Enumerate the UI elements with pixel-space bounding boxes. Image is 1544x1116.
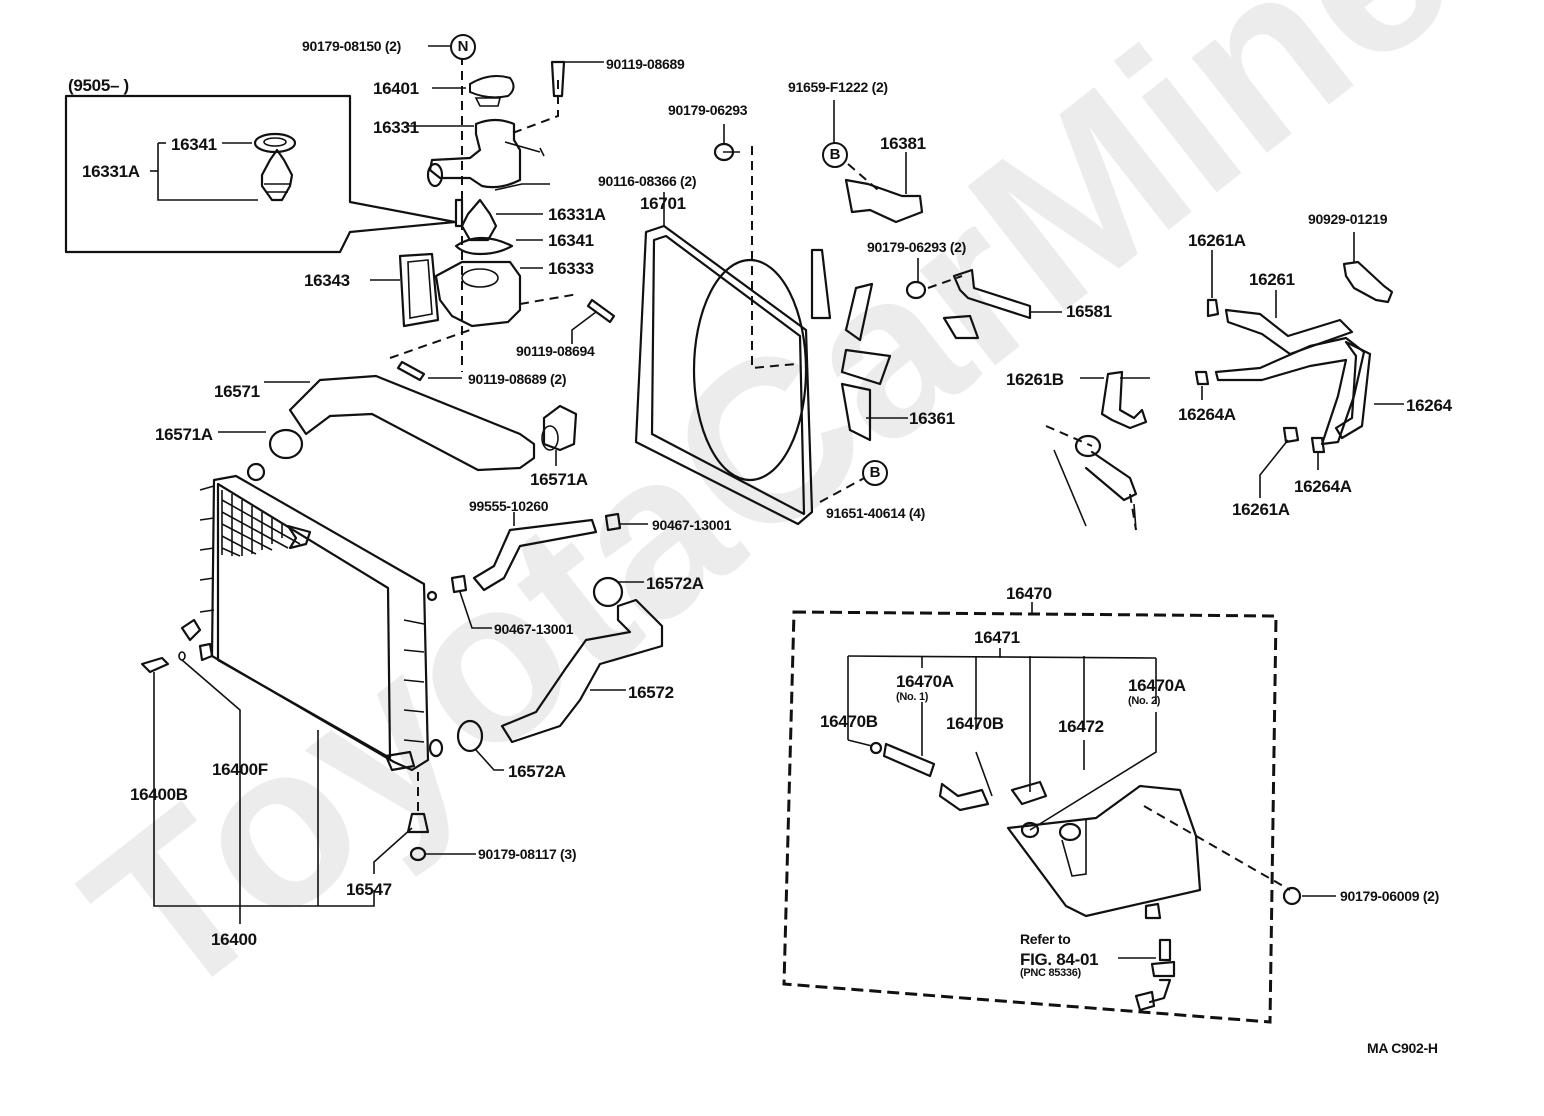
- label-90119-08689-top: 90119-08689: [606, 56, 685, 72]
- label-16361: 16361: [909, 409, 955, 428]
- heater-hose-group: [1194, 232, 1404, 498]
- label-90179-08117: 90179-08117 (3): [478, 846, 577, 862]
- label-90179-06293: 90179-06293: [668, 102, 748, 118]
- refer-pnc-text: (PNC 85336): [1020, 967, 1081, 979]
- label-inset-16331A: 16331A: [82, 162, 140, 181]
- label-16571A-left: 16571A: [155, 425, 213, 444]
- label-16572A-bottom: 16572A: [508, 762, 566, 781]
- label-16261: 16261: [1249, 270, 1295, 289]
- bracket-group: [833, 100, 1062, 340]
- label-90929-01219: 90929-01219: [1308, 211, 1388, 227]
- label-16470A-no2-sub: (No. 2): [1128, 695, 1161, 707]
- label-16470: 16470: [1006, 584, 1052, 603]
- label-16572A-top: 16572A: [646, 574, 704, 593]
- water-inlet-group: [370, 45, 616, 382]
- label-90179-08150: 90179-08150 (2): [302, 38, 402, 54]
- marker-b-bottom: B: [862, 460, 888, 486]
- marker-b-top: B: [822, 142, 848, 168]
- label-16571: 16571: [214, 382, 260, 401]
- label-16400F: 16400F: [212, 760, 268, 779]
- label-90116-08366: 90116-08366 (2): [598, 173, 697, 189]
- label-16261A-bottom: 16261A: [1232, 500, 1290, 519]
- label-16400B: 16400B: [130, 785, 188, 804]
- label-inset-16341: 16341: [171, 135, 217, 154]
- label-16470A-no1-sub: (No. 1): [896, 691, 929, 703]
- label-16470A-no2: 16470A: [1128, 676, 1186, 695]
- label-90179-06009: 90179-06009 (2): [1340, 888, 1440, 904]
- refer-fig-link[interactable]: FIG. 84-01: [1020, 950, 1099, 969]
- bypass-hose-group: [450, 512, 648, 629]
- label-16331: 16331: [373, 118, 419, 137]
- label-16547: 16547: [346, 880, 392, 899]
- upper-hose-group: [218, 374, 578, 472]
- marker-n: N: [450, 34, 476, 60]
- label-16572: 16572: [628, 683, 674, 702]
- label-90467-13001-bottom: 90467-13001: [494, 621, 574, 637]
- label-16264A-left: 16264A: [1178, 405, 1236, 424]
- label-16471: 16471: [974, 628, 1020, 647]
- label-16333: 16333: [548, 259, 594, 278]
- label-16472: 16472: [1058, 717, 1104, 736]
- label-16264A-bottom: 16264A: [1294, 477, 1352, 496]
- radiator-group: [180, 462, 444, 772]
- label-16261B: 16261B: [1006, 370, 1064, 389]
- label-90467-13001-top: 90467-13001: [652, 517, 732, 533]
- label-16264: 16264: [1406, 396, 1452, 415]
- label-16341: 16341: [548, 231, 594, 250]
- label-16261A-top: 16261A: [1188, 231, 1246, 250]
- inset-box: [64, 94, 457, 254]
- label-16331A: 16331A: [548, 205, 606, 224]
- inset-range-label: (9505– ): [68, 76, 129, 95]
- label-91659-F1222: 91659-F1222 (2): [788, 79, 888, 95]
- lower-hose-group: [456, 576, 664, 771]
- figure-code: MA C902-H: [1367, 1040, 1438, 1056]
- label-16701: 16701: [640, 194, 686, 213]
- label-16381: 16381: [880, 134, 926, 153]
- label-16581: 16581: [1066, 302, 1112, 321]
- label-16470B-left: 16470B: [820, 712, 878, 731]
- refer-to-text: Refer to: [1020, 931, 1071, 947]
- label-16400: 16400: [211, 930, 257, 949]
- drain-group: [140, 651, 476, 924]
- label-16343: 16343: [304, 271, 350, 290]
- label-16571A-right: 16571A: [530, 470, 588, 489]
- label-99555-10260: 99555-10260: [469, 498, 549, 514]
- heater-pipe-group: [1045, 370, 1150, 531]
- label-90119-08689-2: 90119-08689 (2): [468, 371, 567, 387]
- reservoir-group: [782, 602, 1336, 1024]
- label-90119-08694: 90119-08694: [516, 343, 595, 359]
- label-16470A-no1: 16470A: [896, 672, 954, 691]
- label-91651-40614: 91651-40614 (4): [826, 505, 926, 521]
- label-16401: 16401: [373, 79, 419, 98]
- fan-shroud-group: [634, 124, 908, 526]
- label-90179-06293-2: 90179-06293 (2): [867, 239, 967, 255]
- radiator-core-grid: [221, 490, 301, 557]
- label-16470B-mid: 16470B: [946, 714, 1004, 733]
